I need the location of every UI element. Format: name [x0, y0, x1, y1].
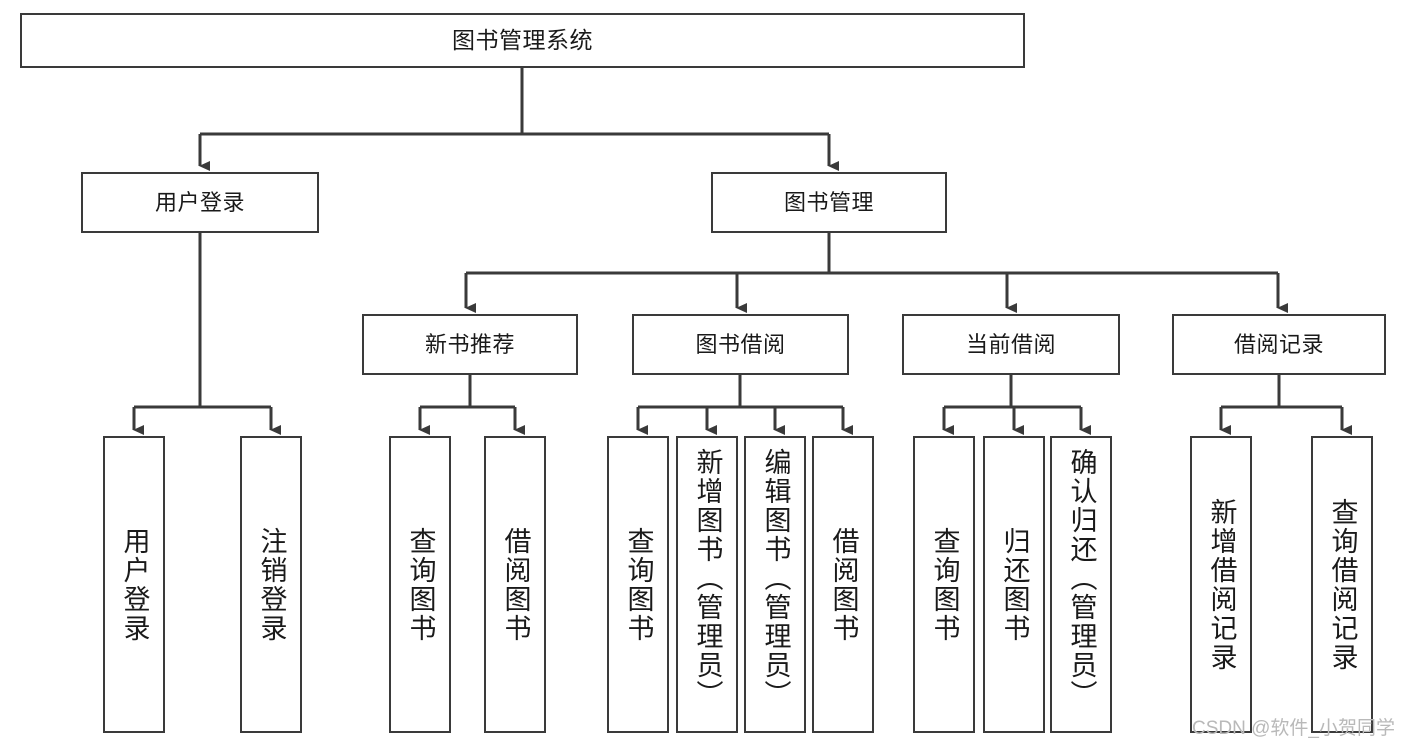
node-label: 查询借阅记录 — [1327, 497, 1358, 672]
node-label: 图书管理 — [783, 189, 874, 215]
node-label: 用户登录 — [119, 526, 150, 643]
node-leaf-query-book-recommend[interactable]: 查询图书 — [389, 436, 451, 733]
node-book-manage[interactable]: 图书管理 — [711, 172, 947, 233]
node-label: 查询图书 — [623, 526, 654, 643]
node-leaf-return-book[interactable]: 归还图书 — [983, 436, 1045, 733]
node-leaf-query-borrow-record[interactable]: 查询借阅记录 — [1311, 436, 1373, 733]
node-leaf-borrow-book-recommend[interactable]: 借阅图书 — [484, 436, 546, 733]
node-root-system[interactable]: 图书管理系统 — [20, 13, 1025, 68]
node-leaf-user-logout[interactable]: 注销登录 — [240, 436, 302, 733]
node-book-borrow[interactable]: 图书借阅 — [632, 314, 849, 375]
node-label: 借阅记录 — [1233, 331, 1324, 357]
node-label: 查询图书 — [405, 526, 436, 643]
node-user-login[interactable]: 用户登录 — [81, 172, 319, 233]
node-label: 确认归还（管理员） — [1066, 448, 1097, 709]
node-new-book-recommend[interactable]: 新书推荐 — [362, 314, 578, 375]
node-leaf-add-book[interactable]: 新增图书（管理员） — [676, 436, 738, 733]
node-current-borrow[interactable]: 当前借阅 — [902, 314, 1120, 375]
node-label: 图书借阅 — [695, 331, 786, 357]
node-leaf-add-borrow-record[interactable]: 新增借阅记录 — [1190, 436, 1252, 733]
node-label: 借阅图书 — [500, 526, 531, 643]
node-label: 当前借阅 — [965, 331, 1056, 357]
node-label: 借阅图书 — [828, 526, 859, 643]
node-leaf-confirm-return[interactable]: 确认归还（管理员） — [1050, 436, 1112, 733]
node-leaf-user-login[interactable]: 用户登录 — [103, 436, 165, 733]
node-label: 新增借阅记录 — [1206, 497, 1237, 672]
node-label: 新增图书（管理员） — [692, 448, 723, 709]
csdn-watermark: CSDN @软件_小贺同学 — [1192, 718, 1395, 739]
node-leaf-query-book-borrow[interactable]: 查询图书 — [607, 436, 669, 733]
node-label: 归还图书 — [999, 526, 1030, 643]
node-label: 注销登录 — [256, 526, 287, 643]
node-label: 图书管理系统 — [452, 27, 593, 54]
node-label: 编辑图书（管理员） — [760, 448, 791, 709]
node-leaf-borrow-book[interactable]: 借阅图书 — [812, 436, 874, 733]
node-borrow-record[interactable]: 借阅记录 — [1172, 314, 1386, 375]
node-leaf-query-book-current[interactable]: 查询图书 — [913, 436, 975, 733]
node-label: 查询图书 — [929, 526, 960, 643]
node-leaf-edit-book[interactable]: 编辑图书（管理员） — [744, 436, 806, 733]
node-label: 新书推荐 — [424, 331, 515, 357]
node-label: 用户登录 — [154, 189, 245, 215]
